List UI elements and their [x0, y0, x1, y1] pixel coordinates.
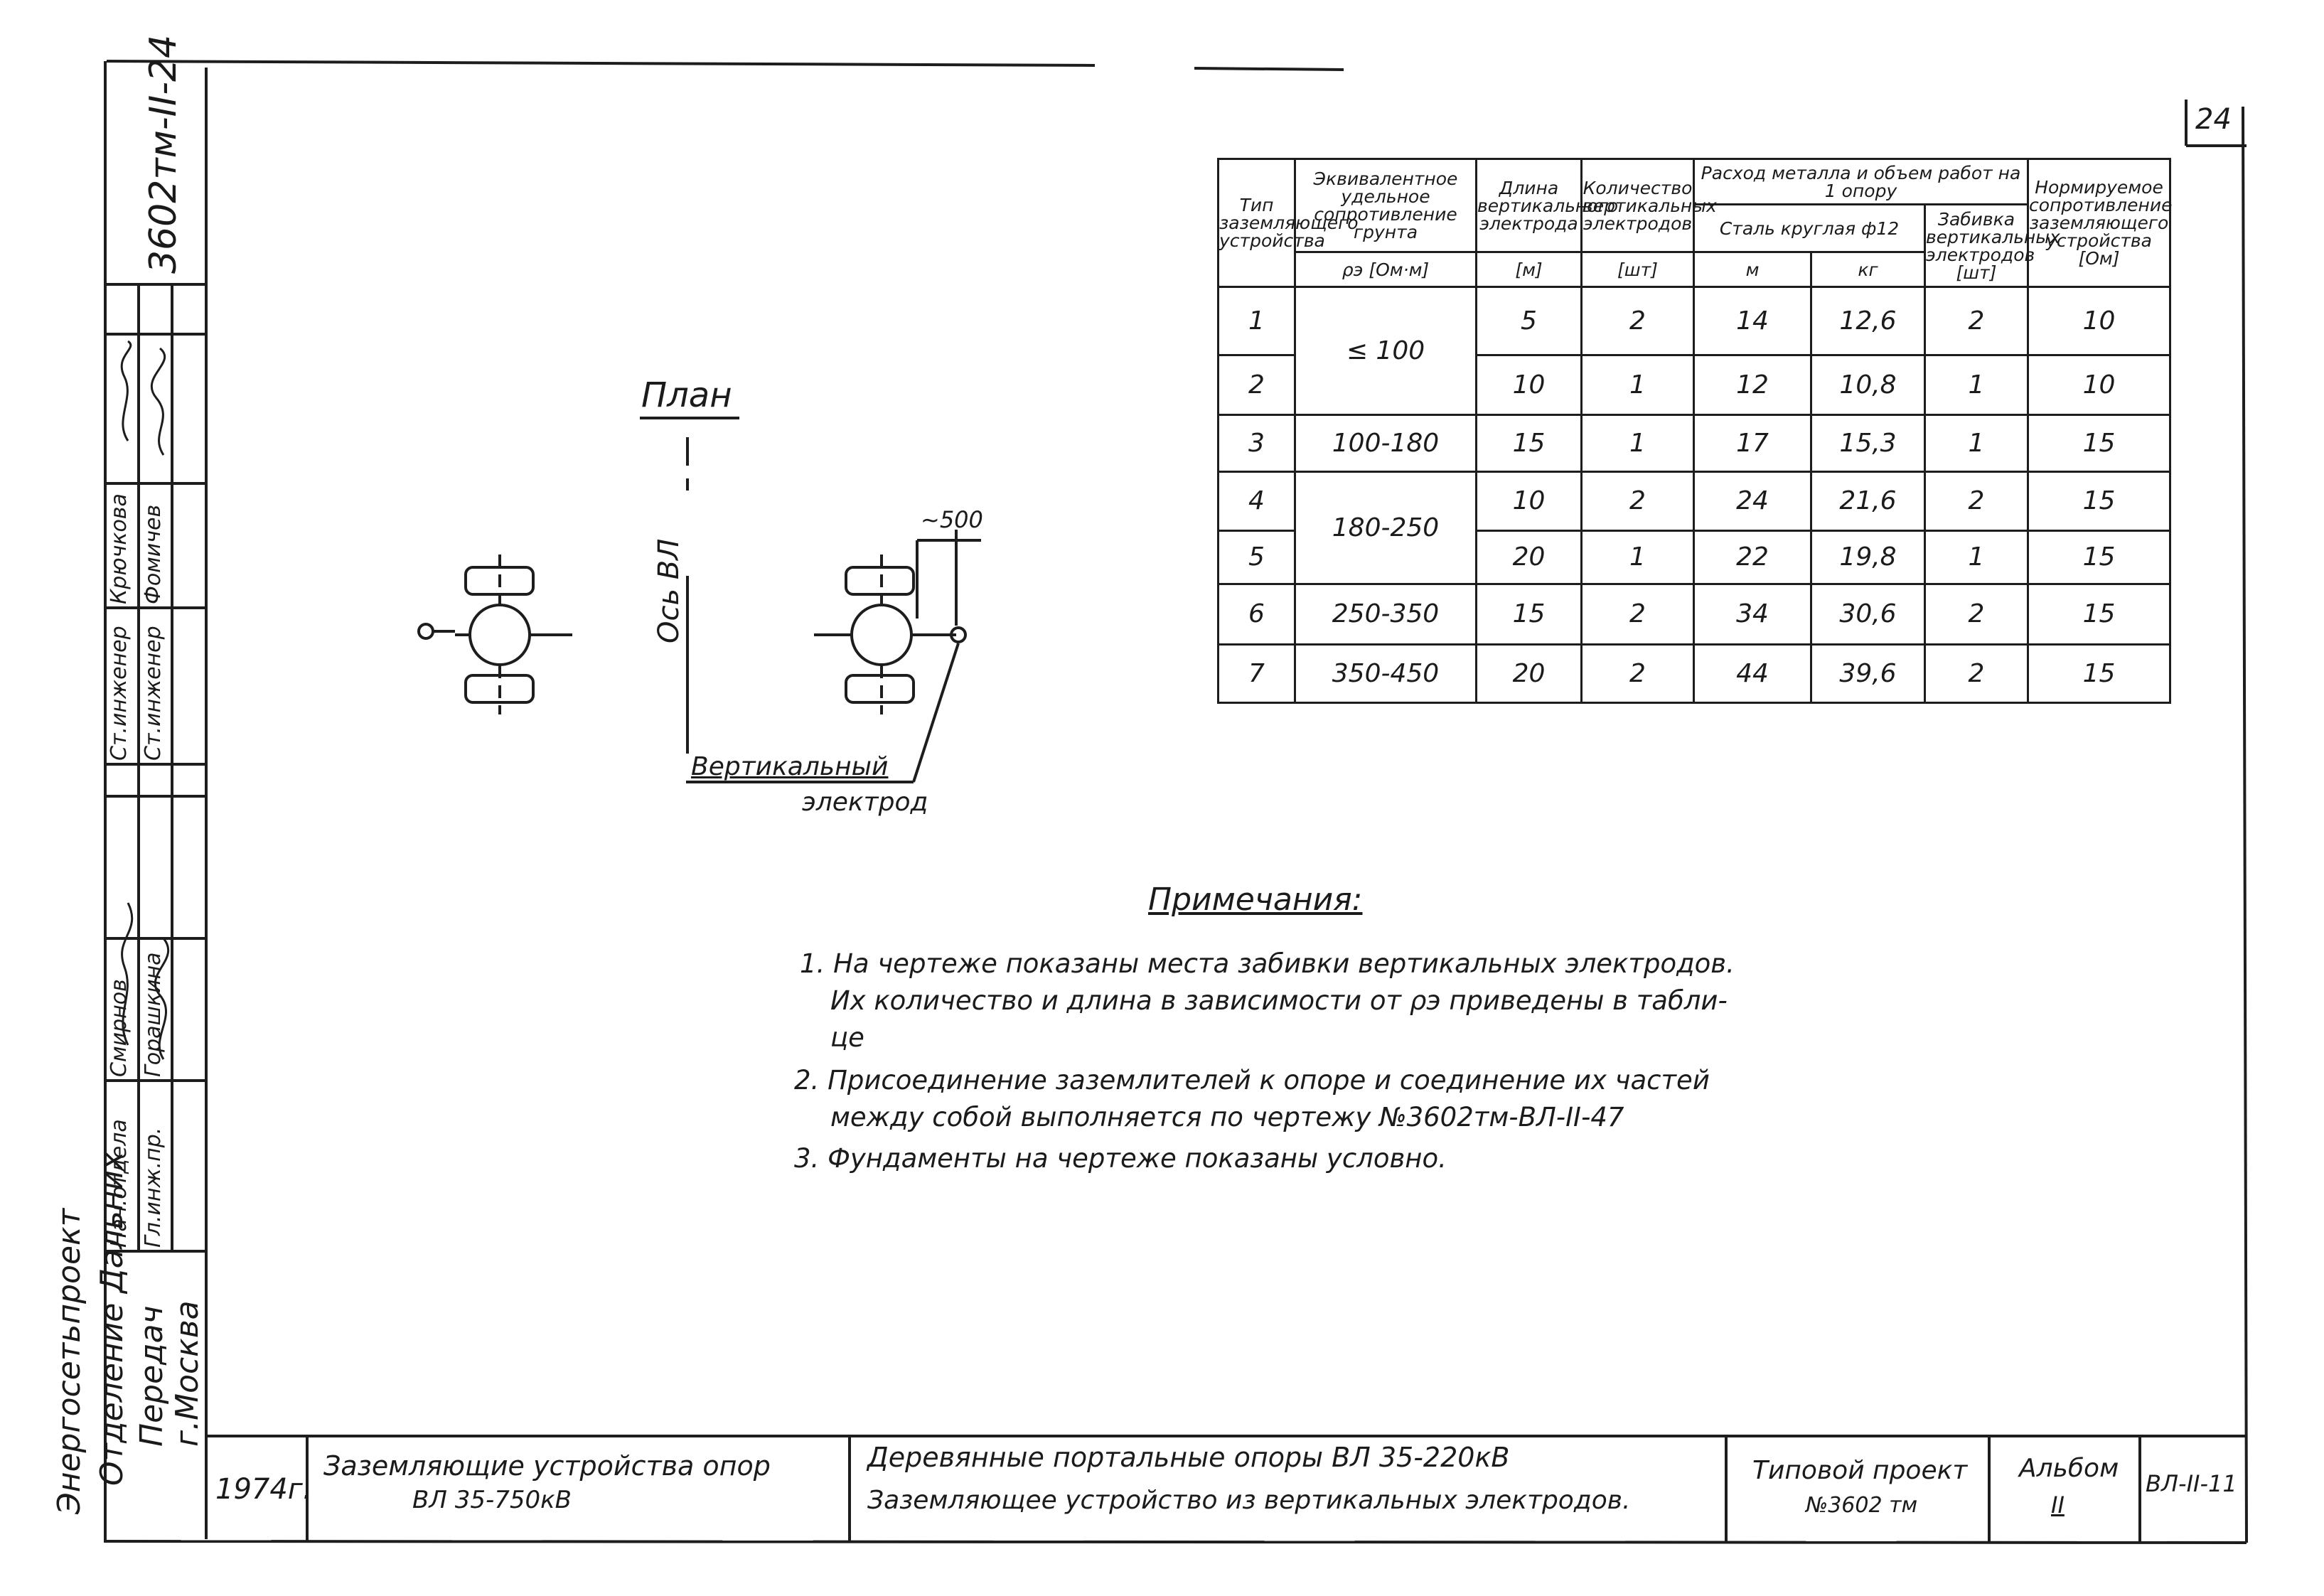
cell-rho: 180-250 [1294, 471, 1477, 586]
cell-len: 10 [1475, 471, 1583, 532]
header-steel-kg: кг [1810, 251, 1926, 289]
title-project-line2: №3602 тм [1806, 1493, 1918, 1518]
cell-cnt: 2 [1580, 471, 1695, 532]
org-line-1: Энергосетьпроект [51, 1208, 87, 1514]
header-resistivity: Эквивалентное удельное сопротивление гру… [1294, 157, 1477, 254]
title-sheet-code: ВЛ-II-11 [2146, 1470, 2237, 1497]
cell-m: 14 [1693, 286, 1812, 356]
org-line-4: г.Москва [169, 1300, 205, 1447]
plan-view [417, 417, 981, 783]
cell-type: 3 [1217, 414, 1296, 473]
cell-type: 1 [1217, 286, 1296, 356]
cell-drive: 2 [1923, 583, 2030, 646]
cell-cnt: 1 [1580, 414, 1695, 473]
cell-kg: 30,6 [1810, 583, 1926, 646]
cell-m: 24 [1693, 471, 1812, 532]
cell-drive: 2 [1923, 643, 2030, 705]
title-album-number: II [2051, 1491, 2065, 1519]
title-main-line1: Деревянные портальные опоры ВЛ 35-220кВ [867, 1442, 1510, 1473]
dimension-label: ~500 [921, 506, 983, 533]
cell-r: 15 [2027, 471, 2172, 532]
cell-kg: 15,3 [1810, 414, 1926, 473]
electrode-label-1: Вертикальный [691, 752, 889, 781]
header-type: Тип заземляющего устройства [1217, 157, 1359, 289]
cell-cnt: 1 [1580, 353, 1695, 417]
cell-m: 34 [1693, 583, 1812, 646]
title-series-line2: ВЛ 35-750кВ [412, 1486, 572, 1514]
cell-len: 20 [1475, 529, 1583, 586]
title-project-line1: Типовой проект [1752, 1456, 1968, 1485]
cell-rho: ≤ 100 [1294, 286, 1477, 417]
header-consumption: Расход металла и объем работ на 1 опору [1692, 157, 2030, 206]
grounding-table: Тип заземляющего устройства Эквивалентно… [1217, 157, 2172, 705]
note-line: це [830, 1022, 864, 1053]
title-year: 1974г. [215, 1473, 312, 1506]
cell-m: 44 [1693, 643, 1812, 705]
org-line-3: Передач [134, 1305, 170, 1447]
notes-title: Примечания: [1148, 882, 1363, 918]
cell-kg: 10,8 [1810, 353, 1926, 417]
cell-drive: 1 [1923, 414, 2030, 473]
cell-cnt: 2 [1580, 583, 1695, 646]
cell-m: 22 [1693, 529, 1812, 586]
header-driving: Забивка вертикальных электродов [шт] [1923, 203, 2060, 289]
cell-len: 5 [1475, 286, 1583, 356]
cell-type: 2 [1217, 353, 1296, 417]
cell-len: 10 [1475, 353, 1583, 417]
cell-rho: 100-180 [1294, 414, 1477, 473]
cell-drive: 1 [1923, 529, 2030, 586]
cell-drive: 1 [1923, 353, 2030, 417]
cell-type: 5 [1217, 529, 1296, 586]
cell-m: 12 [1693, 353, 1812, 417]
cell-r: 15 [2027, 529, 2172, 586]
cell-r: 15 [2027, 414, 2172, 473]
header-steel-m: м [1693, 251, 1812, 289]
note-line: между собой выполняется по чертежу №3602… [830, 1102, 1624, 1132]
cell-kg: 39,6 [1810, 643, 1926, 705]
cell-drive: 2 [1923, 286, 2030, 356]
cell-kg: 21,6 [1810, 471, 1926, 532]
cell-type: 4 [1217, 471, 1296, 532]
cell-type: 6 [1217, 583, 1296, 646]
signatures [120, 340, 170, 1060]
cell-len: 15 [1475, 583, 1583, 646]
header-resistance: Нормируемое сопротивление заземляющего у… [2027, 157, 2172, 289]
note-line: 3. Фундаменты на чертеже показаны условн… [794, 1143, 1447, 1174]
cell-kg: 12,6 [1810, 286, 1926, 356]
title-series-line1: Заземляющие устройства опор [323, 1450, 771, 1482]
sheet-number: 24 [2195, 103, 2232, 136]
cell-rho: 350-450 [1294, 643, 1477, 705]
cell-cnt: 2 [1580, 643, 1695, 705]
cell-kg: 19,8 [1810, 529, 1926, 586]
cell-r: 15 [2027, 643, 2172, 705]
header-steel: Сталь круглая ф12 [1693, 203, 1926, 254]
header-length-unit: [м] [1475, 251, 1583, 289]
title-album-label: Альбом [2019, 1454, 2119, 1483]
cell-cnt: 1 [1580, 529, 1695, 586]
header-length: Длина вертикального электрода [1475, 157, 1618, 254]
cell-rho: 250-350 [1294, 583, 1477, 646]
electrode-label-2: электрод [802, 788, 928, 817]
title-main-line2: Заземляющее устройство из вертикальных э… [867, 1486, 1631, 1515]
plan-title: План [641, 375, 732, 415]
cell-m: 17 [1693, 414, 1812, 473]
doc-code: 3602тм-II-24 [142, 34, 185, 274]
note-line: 2. Присоединение заземлителей к опоре и … [794, 1065, 1710, 1096]
header-count: Количество вертикальных электродов [1580, 157, 1717, 254]
axis-label: Ось ВЛ [653, 538, 685, 643]
cell-len: 20 [1475, 643, 1583, 705]
cell-drive: 2 [1923, 471, 2030, 532]
cell-type: 7 [1217, 643, 1296, 705]
cell-r: 10 [2027, 353, 2172, 417]
cell-r: 10 [2027, 286, 2172, 356]
header-resistivity-unit: ρэ [Ом·м] [1294, 251, 1477, 289]
cell-cnt: 2 [1580, 286, 1695, 356]
note-line: 1. На чертеже показаны места забивки вер… [800, 948, 1735, 979]
cell-len: 15 [1475, 414, 1583, 473]
note-line: Их количество и длина в зависимости от ρ… [830, 985, 1728, 1016]
header-count-unit: [шт] [1580, 251, 1695, 289]
cell-r: 15 [2027, 583, 2172, 646]
